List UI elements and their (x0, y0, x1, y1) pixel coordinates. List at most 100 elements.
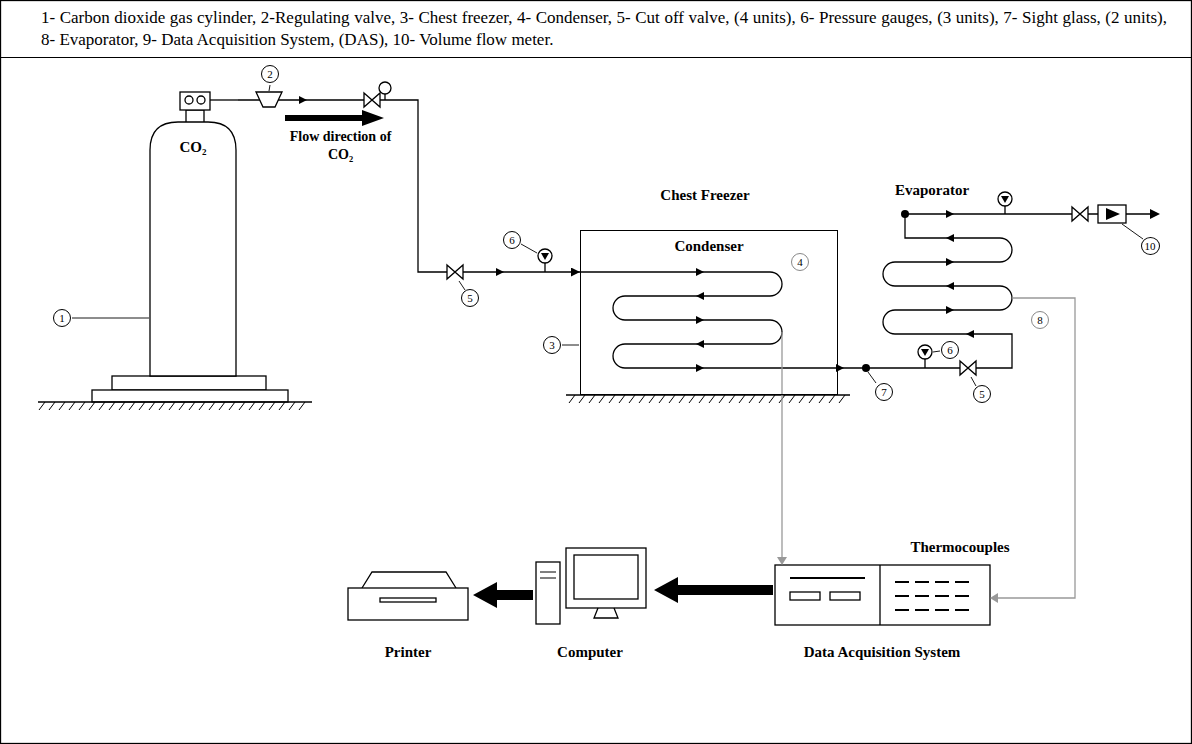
sight-glass (862, 364, 870, 372)
gauge-pointer (921, 349, 929, 356)
das-detail (830, 592, 860, 600)
callout-number: 3 (543, 336, 561, 354)
volume-flow-meter (1098, 205, 1126, 223)
leader-line (459, 281, 465, 290)
regulating-valve (256, 92, 282, 107)
part-label: Computer (557, 643, 623, 661)
arrow-head (696, 340, 704, 348)
arrow-head (696, 364, 704, 372)
arrow-head (496, 268, 504, 276)
arrow-head (299, 96, 307, 104)
gas-cylinder: CO₂ (148, 88, 238, 378)
arrow-head (696, 316, 704, 324)
leader-line (933, 351, 940, 352)
printer-top (362, 572, 456, 588)
part-label: Printer (385, 643, 432, 661)
arrow-head (966, 330, 974, 338)
arrow-head (946, 234, 954, 242)
sight-glass (901, 210, 909, 218)
flow-direction-label: Flow direction of CO₂ (283, 128, 398, 164)
gauge-stem (544, 263, 545, 272)
leader-line (562, 345, 579, 346)
gauge-symbol (379, 82, 391, 94)
das-detail (790, 577, 865, 579)
arrow-head (696, 268, 704, 276)
callout-number: 7 (875, 383, 893, 401)
node-text: CO₂ (148, 138, 238, 156)
leader-line (971, 377, 976, 386)
ground-hatch (569, 395, 845, 403)
flow-direction-arrow (285, 110, 384, 126)
das-unit (775, 565, 990, 625)
flow-arrows (285, 96, 1160, 608)
arrow-head (946, 306, 954, 314)
cut-off-valve (364, 93, 380, 107)
gauge-pointer (1001, 196, 1009, 203)
cylinder-base (92, 390, 288, 402)
data-arrow (654, 577, 773, 603)
flow-meter-mark (1106, 208, 1120, 220)
leader-line (868, 372, 876, 383)
gauge-pointer (541, 253, 549, 260)
computer-monitor (566, 548, 646, 608)
callout-number: 6 (941, 341, 959, 359)
callout-number: 2 (261, 65, 279, 83)
cylinder-body (150, 122, 236, 376)
gauge-stem (384, 94, 385, 100)
cut-off-valve (1072, 207, 1088, 221)
pressure-gauge (998, 192, 1012, 206)
arrow-head (696, 292, 704, 300)
leader-line (72, 318, 149, 319)
leader-line (521, 244, 537, 253)
computer-detail (540, 572, 556, 578)
gauge-stem (1004, 206, 1005, 214)
cylinder-valve (180, 92, 210, 110)
callout-number: 5 (461, 289, 479, 307)
valve-knob (185, 96, 193, 104)
key-panel: 1- Carbon dioxide gas cylinder, 2-Regula… (0, 0, 1192, 58)
das-detail (895, 582, 975, 610)
das-detail (790, 592, 820, 600)
part-label: Evaporator (895, 181, 969, 199)
leader-line (269, 85, 270, 91)
arrow-head (777, 557, 787, 565)
cylinder-outline (148, 88, 238, 378)
part-label: Thermocouples (910, 538, 1009, 556)
cut-off-valve (447, 265, 463, 279)
callout-number: 6 (503, 231, 521, 249)
arrow-head (990, 593, 998, 603)
computer-screen (574, 555, 638, 599)
cut-off-valve (960, 361, 976, 375)
valve-knob (197, 96, 205, 104)
das-divider (879, 565, 880, 625)
callout-number: 8 (1031, 311, 1049, 329)
thermocouple-wire (781, 332, 782, 560)
refrigerant-coil (580, 214, 1150, 368)
pipe-stub (210, 99, 238, 100)
callout-number: 5 (973, 385, 991, 403)
part-label: Chest Freezer (660, 186, 749, 204)
pressure-gauge (538, 249, 552, 263)
callout-number: 10 (1141, 237, 1160, 255)
computer-tower (536, 562, 560, 624)
thermocouple-heads (777, 557, 998, 603)
cylinder-parts (150, 92, 238, 376)
monitor-stand (594, 608, 618, 618)
arrow-head (1150, 209, 1160, 219)
ground-hatch (39, 402, 305, 410)
cylinder-stand (112, 376, 266, 390)
callout-number: 4 (791, 253, 809, 271)
printer-body (348, 588, 468, 620)
thermocouple-wires (782, 298, 1075, 598)
callout-number: 1 (53, 309, 71, 327)
node-text: 1- Carbon dioxide gas cylinder, 2-Regula… (41, 7, 1167, 51)
gas-pipe (238, 100, 580, 272)
leader-line (1122, 224, 1143, 239)
pressure-gauge (918, 345, 932, 359)
arrow-head (946, 258, 954, 266)
arrow-head (946, 282, 954, 290)
gauge-stem (924, 359, 925, 368)
part-label: Data Acquisition System (804, 643, 961, 661)
